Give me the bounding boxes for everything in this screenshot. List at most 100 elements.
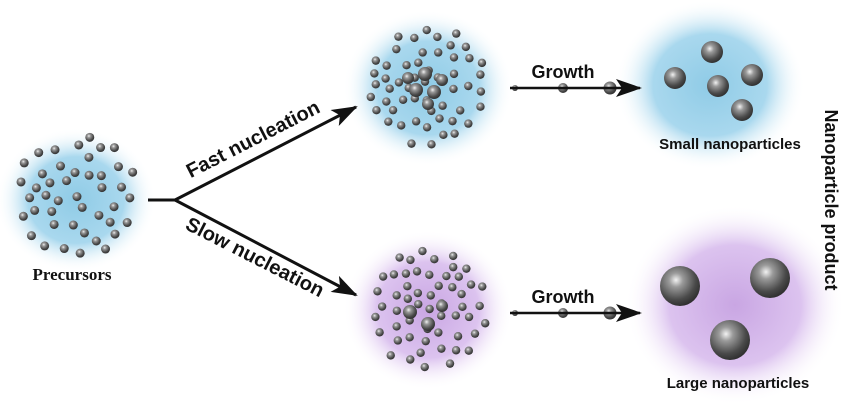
precursor-particle [30,205,40,215]
precursor-particle [461,42,471,52]
precursor-particle [72,192,82,202]
precursor-particle [392,322,401,331]
precursor-particle [62,176,72,186]
precursor-particle [433,32,442,42]
precursor-particle [475,301,484,311]
branch-arrows [148,105,358,297]
precursor-particle [392,44,401,54]
precursor-particle [378,272,388,281]
precursor-particle [50,145,60,155]
precursor-particle [18,211,28,221]
precursor-particle [25,193,35,203]
precursor-particle [448,116,457,126]
precursor-particle [406,355,415,364]
precursor-particle [109,143,119,153]
fast-nucleation-arrow [174,105,358,202]
precursor-particle [458,302,467,312]
slow-nucleation-arrow [174,198,358,297]
precursor-particle [384,117,393,126]
precursor-particle [397,121,406,130]
precursor-particle [91,236,101,246]
precursor-particle [434,328,443,337]
precursor-particle [401,269,411,278]
precursor-particle [478,282,487,291]
small-nanoparticle [701,41,723,63]
precursor-particle [122,218,132,228]
precursor-particle [101,244,111,254]
precursor-particle [41,190,51,200]
precursor-particle [47,206,57,216]
precursor-particle [385,84,394,93]
precursor-particle [110,229,120,239]
precursor-particle [449,262,458,272]
precursor-particle [434,281,443,291]
precursor-particle [373,287,382,296]
precursor-particle [451,311,460,320]
precursor-particle [476,102,485,111]
precursor-particle [437,311,446,321]
precursor-particle [470,329,480,338]
precursor-particle [464,119,473,128]
nucleus-particle [421,317,435,331]
precursor-particle [476,70,485,79]
precursor-particle [117,182,127,192]
precursor-particle [454,272,464,281]
precursor-particle [418,48,427,57]
large-nanoparticle [710,320,750,360]
nucleus-particle [402,72,414,84]
precursor-particle [476,87,486,96]
precursor-particle [450,129,459,138]
precursor-particle [84,152,94,162]
precursor-particle [56,161,66,171]
precursor-particle [449,53,459,62]
precursor-particle [413,288,423,298]
growth-label-bottom: Growth [532,287,595,307]
nanoparticle-product-label: Nanoparticle product [821,109,841,290]
precursor-particle [464,312,474,322]
precursor-particle [96,171,106,181]
precursor-particle [382,61,391,70]
precursor-particle [403,282,412,291]
small-nanoparticle [664,67,686,89]
precursor-particle [449,84,458,94]
precursor-particle [464,81,473,91]
precursor-particle [31,183,41,193]
precursor-particle [388,105,398,115]
precursor-particle [85,132,95,142]
precursor-particle [414,299,423,309]
precursor-particle [34,148,44,158]
precursor-particle [451,346,461,355]
precursor-particle [53,196,63,206]
precursor-particle [421,336,430,346]
nucleus-particle [403,305,417,319]
precursor-particle [402,60,411,70]
precursor-particle [407,139,416,148]
precursor-particle [381,74,390,83]
precursor-particle [445,359,455,368]
small-nanoparticle [707,75,729,97]
precursor-particle [477,58,487,68]
precursor-particle [389,270,399,279]
precursor-particle [442,271,451,281]
precursor-particle [370,69,379,78]
precursor-particle [426,291,435,300]
precursor-particle [416,348,425,357]
small-nanoparticle [731,99,753,121]
precursor-particle [37,169,47,179]
precursor-particle [427,140,436,149]
precursor-particle [457,289,466,299]
precursor-particle [26,231,36,241]
precursor-particle [109,202,119,212]
particles [16,25,790,372]
precursor-particle [84,170,94,180]
precursor-particle [94,210,104,220]
precursor-particle [422,25,431,35]
precursor-particle [448,251,458,261]
precursor-particle [464,346,474,355]
precursor-particle [395,253,404,262]
large-nanoparticle-cloud [625,205,845,405]
precursor-particle [68,220,78,230]
small-nanoparticles-label: Small nanoparticles [659,136,801,153]
precursor-particle [79,228,89,238]
